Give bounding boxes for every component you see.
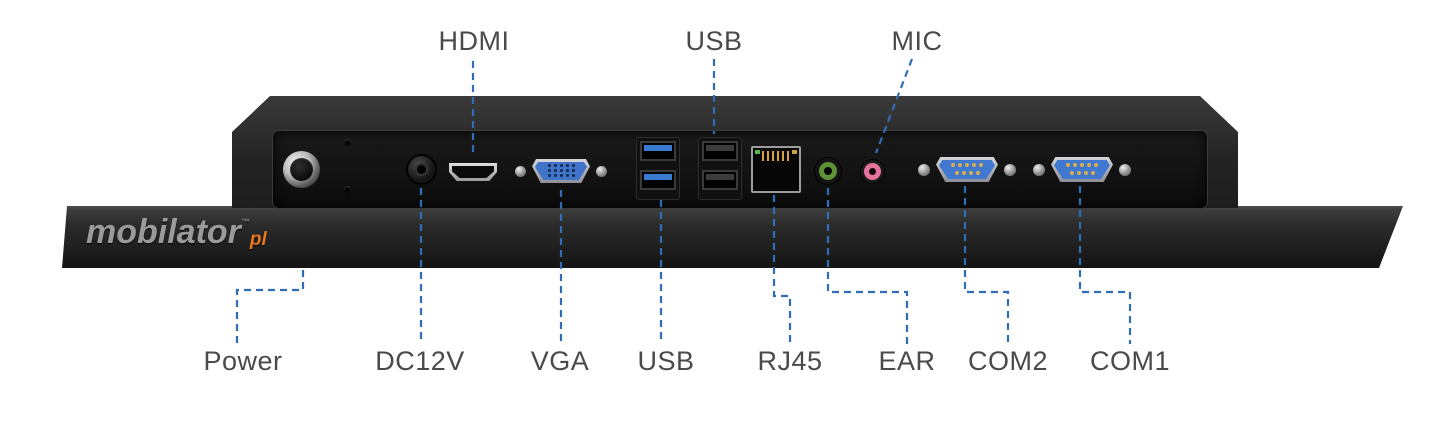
hdmi-port [449, 163, 497, 181]
label-hdmi: HDMI [438, 26, 510, 56]
label-ear: EAR [878, 346, 936, 376]
usb2-dual-port [698, 137, 742, 200]
com-dsub-shell [1051, 157, 1113, 182]
usb3-port [640, 141, 676, 161]
panel-screw [344, 186, 351, 193]
label-com1: COM1 [1089, 346, 1171, 376]
usb-tongue [644, 174, 672, 180]
brand-logo-text: mobilator [86, 213, 241, 251]
panel-screw [344, 139, 351, 146]
com-pins [1054, 171, 1110, 175]
label-com2: COM2 [967, 346, 1049, 376]
mic-jack [861, 160, 884, 183]
screw-post [1119, 164, 1131, 176]
usb-tongue [706, 174, 734, 180]
label-dc12v: DC12V [375, 346, 465, 376]
ear-jack [815, 158, 841, 184]
brand-logo-tld: pl [249, 229, 267, 250]
dc12v-jack [408, 156, 435, 183]
rj45-port [751, 146, 801, 193]
screw-post [1033, 164, 1045, 176]
usb2-port [702, 170, 738, 190]
com-dsub-shell [936, 157, 998, 182]
leader-power [235, 270, 305, 344]
usb-tongue [644, 145, 672, 151]
com-pins [1054, 163, 1110, 167]
usb2-port [702, 141, 738, 161]
com-insert [939, 160, 995, 179]
usb-tongue [706, 145, 734, 151]
com-pins [939, 163, 995, 167]
com1-port [1033, 155, 1131, 185]
screw-post [1004, 164, 1016, 176]
vga-dsub-shell [532, 159, 590, 183]
rj45-contacts [762, 151, 790, 161]
label-power: Power [203, 346, 283, 376]
monitor-bezel [62, 206, 1403, 268]
rj45-led-amber [792, 150, 797, 154]
vga-insert [535, 162, 587, 180]
vga-pins [535, 174, 587, 177]
vga-port [515, 158, 607, 185]
usb3-dual-port [636, 137, 680, 200]
screw-post [918, 164, 930, 176]
power-button [283, 151, 320, 188]
vga-pins [535, 169, 587, 172]
trademark-symbol: ™ [240, 217, 250, 227]
com2-port [918, 155, 1016, 185]
label-usb-bottom: USB [637, 346, 695, 376]
label-usb-top: USB [685, 26, 743, 56]
screw-post [596, 166, 607, 177]
com-insert [1054, 160, 1110, 179]
label-rj45: RJ45 [757, 346, 823, 376]
com-pins [939, 171, 995, 175]
vga-pins [535, 164, 587, 167]
screw-post [515, 166, 526, 177]
brand-logo: mobilator™ pl [86, 215, 267, 249]
label-mic: MIC [891, 26, 943, 56]
usb3-port [640, 170, 676, 190]
rj45-led-green [755, 150, 760, 154]
label-vga: VGA [530, 346, 590, 376]
